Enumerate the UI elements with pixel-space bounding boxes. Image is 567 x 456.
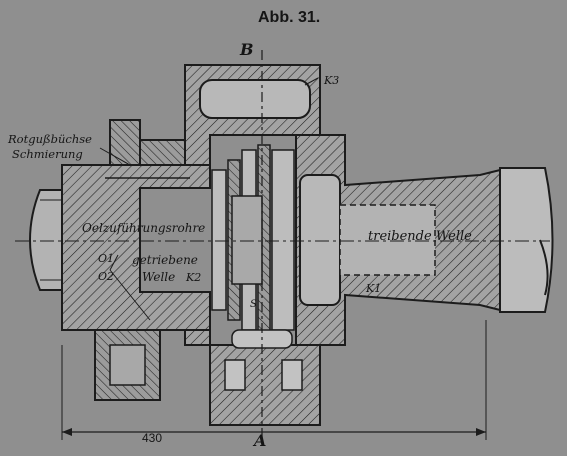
- left-housing: [61, 64, 321, 426]
- label-section-top: B: [239, 40, 254, 59]
- label-bushing-line2: Schmierung: [12, 147, 83, 161]
- label-k1: K1: [365, 282, 381, 295]
- label-o1: O1: [98, 252, 114, 265]
- label-s: S: [250, 299, 257, 310]
- figure-title: Abb. 31.: [258, 9, 320, 26]
- leader-lines: [99, 77, 319, 321]
- label-o2: O2: [98, 270, 114, 283]
- label-section-bottom: A: [252, 431, 266, 450]
- bottom-gland: [94, 329, 161, 401]
- bushing: [105, 119, 190, 179]
- label-k3: K3: [323, 74, 339, 87]
- label-driven-shaft-line2: Welle: [142, 270, 175, 284]
- label-dimension: 430: [142, 431, 162, 445]
- label-driven-shaft-line1: getriebene: [132, 253, 198, 267]
- label-oil-supply-pipe: Oelzuführungsrohre: [82, 221, 205, 235]
- dimension-430: [61, 320, 487, 440]
- right-hub: [295, 134, 501, 346]
- right-shaft: [499, 167, 554, 313]
- label-k2: K2: [185, 271, 201, 284]
- label-bushing-line1: Rotgußbüchse: [7, 132, 92, 146]
- label-driving-shaft: treibende Welle: [368, 229, 472, 244]
